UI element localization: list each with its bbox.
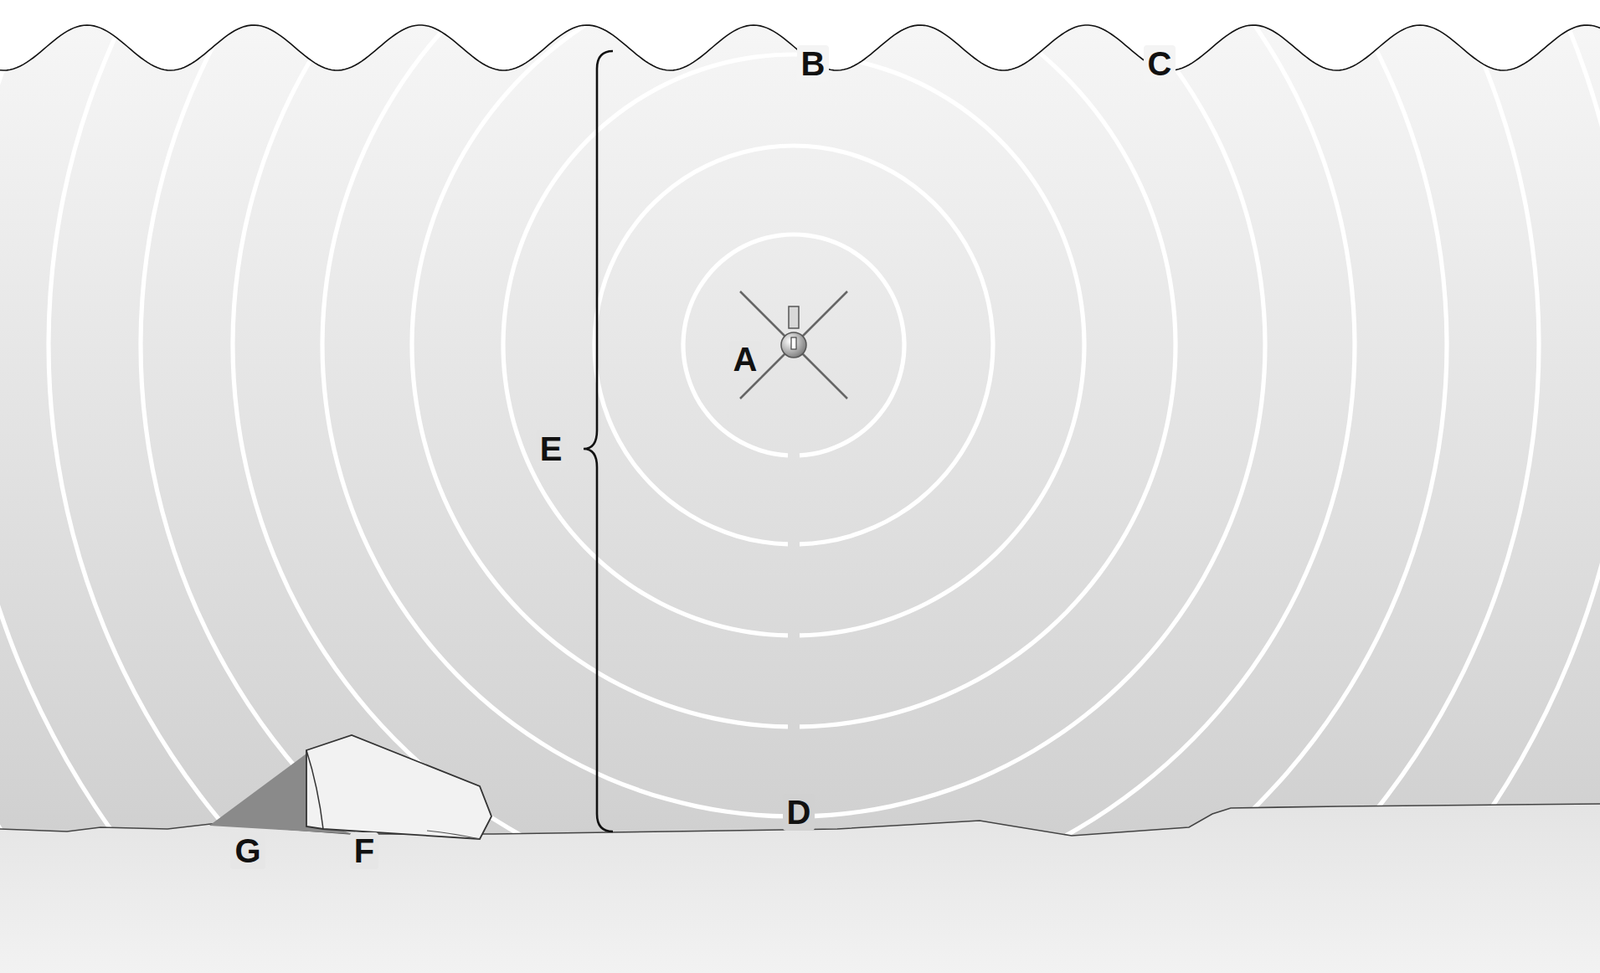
rock	[306, 735, 492, 839]
sound-ring	[319, 0, 1267, 819]
part-letter: D	[782, 793, 816, 831]
part-letter: B	[797, 45, 830, 83]
part-letter: A	[729, 340, 762, 378]
sound-ring	[680, 231, 906, 458]
sound-ring	[591, 143, 995, 546]
rock-edge	[306, 750, 324, 829]
part-letter: E	[535, 430, 567, 468]
sound-ring	[500, 51, 1086, 638]
rock-edge	[427, 830, 480, 839]
part-letter: C	[1143, 45, 1177, 83]
sound-ring	[230, 0, 1357, 909]
part-letter: F	[349, 832, 379, 870]
sound-ring	[409, 0, 1178, 730]
sound-ring	[46, 0, 1541, 973]
part-letter: G	[230, 832, 265, 870]
sound-ring	[138, 0, 1449, 973]
depth-bracket	[583, 51, 613, 832]
